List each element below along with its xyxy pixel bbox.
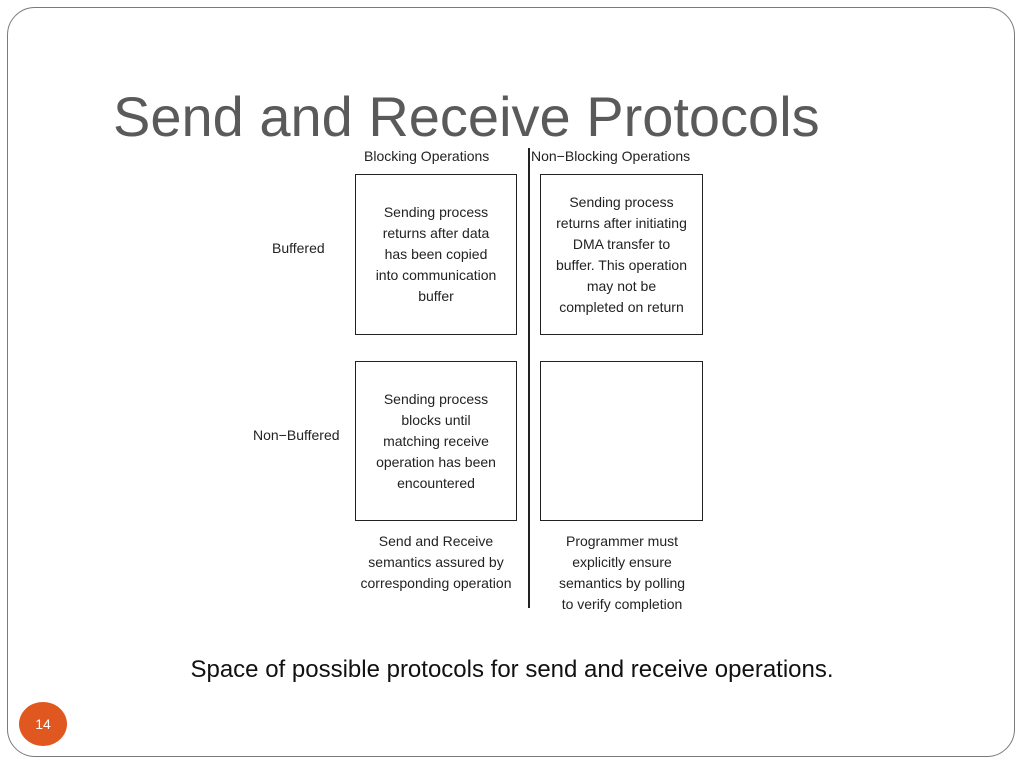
figure-caption: Space of possible protocols for send and…	[190, 656, 834, 683]
column-header-non-blocking: Non−Blocking Operations	[531, 148, 691, 164]
slide-title: Send and Receive Protocols	[113, 85, 820, 148]
column-header-blocking: Blocking Operations	[364, 148, 490, 164]
cell-buffered-non-blocking: Sending process returns after initiating…	[540, 174, 703, 335]
row-header-non-buffered: Non−Buffered	[253, 427, 340, 443]
footnote-non-blocking: Programmer must explicitly ensure semant…	[558, 533, 686, 612]
footnote-blocking: Send and Receive semantics assured by co…	[360, 533, 512, 591]
cell-buffered-blocking: Sending process returns after data has b…	[355, 174, 517, 335]
page-number-badge: 14	[19, 702, 67, 746]
slide-frame	[7, 7, 1015, 757]
cell-non-buffered-non-blocking	[540, 361, 703, 521]
cell-non-buffered-blocking: Sending process blocks until matching re…	[355, 361, 517, 521]
column-divider	[528, 148, 530, 608]
row-header-buffered: Buffered	[272, 240, 325, 256]
